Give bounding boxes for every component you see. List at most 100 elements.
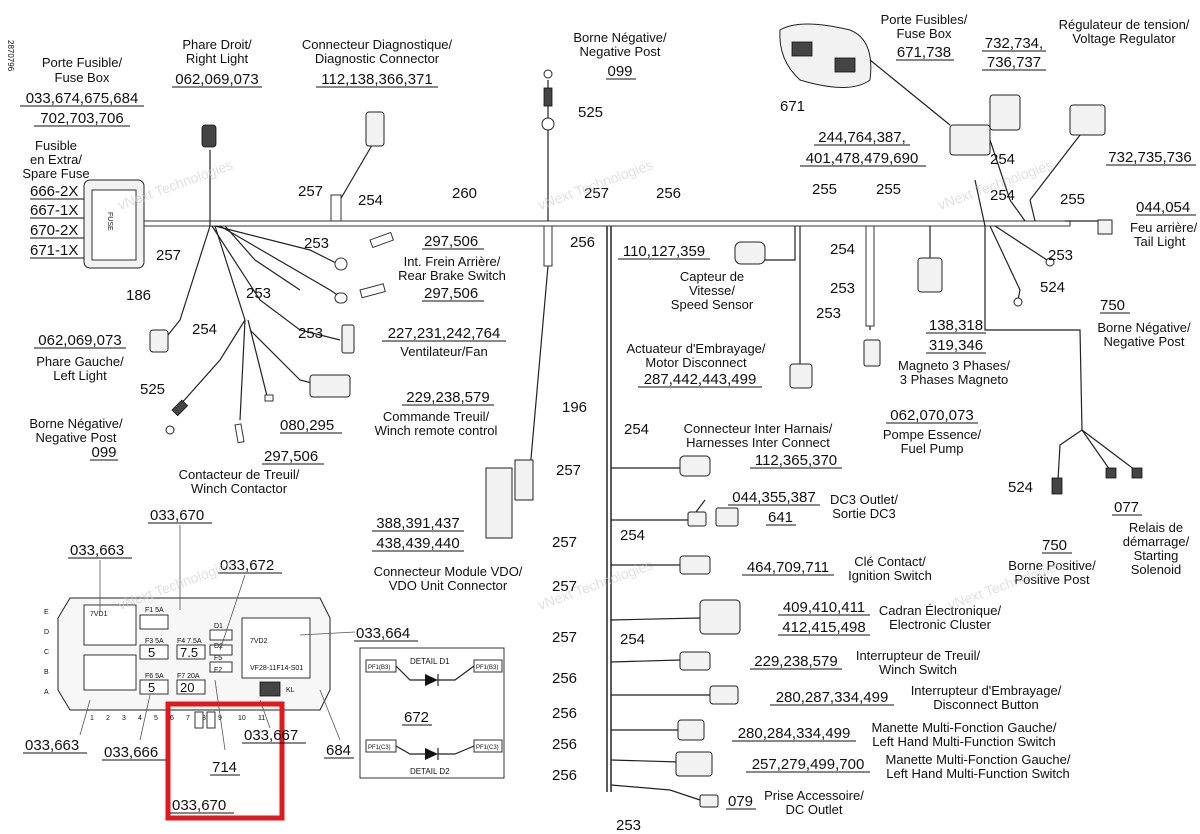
svg-text:750: 750 <box>1042 537 1067 554</box>
svg-text:671-1X: 671-1X <box>30 242 78 259</box>
regulator-conn-b <box>1069 104 1106 136</box>
svg-text:671,738: 671,738 <box>897 44 951 61</box>
svg-text:Rear Brake Switch: Rear Brake Switch <box>398 268 506 283</box>
svg-text:257: 257 <box>556 462 581 479</box>
svg-text:6: 6 <box>170 715 174 722</box>
svg-text:256: 256 <box>552 767 577 784</box>
svg-text:257: 257 <box>552 534 577 551</box>
svg-text:F2: F2 <box>214 667 222 674</box>
svg-text:DETAIL D1: DETAIL D1 <box>410 657 450 666</box>
svg-text:Interrupteur d'Embrayage/: Interrupteur d'Embrayage/ <box>911 683 1062 698</box>
svg-text:DC3 Outlet/: DC3 Outlet/ <box>830 492 898 507</box>
svg-text:Prise Accessoire/: Prise Accessoire/ <box>764 788 864 803</box>
svg-text:Phare Droit/: Phare Droit/ <box>182 37 252 52</box>
svg-text:PF1(C3): PF1(C3) <box>368 745 391 751</box>
svg-text:Fuse Box: Fuse Box <box>897 26 952 41</box>
svg-text:9: 9 <box>218 715 222 722</box>
fuse-box-label: Porte Fusible/ <box>42 55 123 70</box>
svg-text:280,284,334,499: 280,284,334,499 <box>738 725 851 742</box>
svg-text:Speed Sensor: Speed Sensor <box>671 297 754 312</box>
svg-text:033,670: 033,670 <box>150 507 204 524</box>
svg-text:Tail Light: Tail Light <box>1134 234 1186 249</box>
left-light-connector <box>149 329 169 353</box>
svg-text:Ventilateur/Fan: Ventilateur/Fan <box>400 344 487 359</box>
svg-text:255: 255 <box>812 181 837 198</box>
svg-text:409,410,411: 409,410,411 <box>783 599 865 616</box>
svg-text:280,287,334,499: 280,287,334,499 <box>776 689 889 706</box>
svg-text:254: 254 <box>990 151 1015 168</box>
svg-text:254: 254 <box>620 527 645 544</box>
svg-text:B: B <box>44 669 49 676</box>
svg-text:Diagnostic Connector: Diagnostic Connector <box>315 51 440 66</box>
svg-text:401,478,479,690: 401,478,479,690 <box>806 150 919 167</box>
svg-text:Winch Contactor: Winch Contactor <box>191 481 288 496</box>
svg-text:033,664: 033,664 <box>356 625 410 642</box>
svg-text:672: 672 <box>404 709 429 726</box>
svg-text:110,127,359: 110,127,359 <box>623 243 705 260</box>
dc3-connector-a <box>687 511 707 527</box>
svg-text:Positive Post: Positive Post <box>1014 572 1090 587</box>
svg-text:3: 3 <box>122 715 126 722</box>
svg-text:Left Hand Multi-Function Switc: Left Hand Multi-Function Switch <box>886 766 1070 781</box>
svg-text:229,238,579: 229,238,579 <box>406 389 489 406</box>
svg-text:20: 20 <box>180 680 194 695</box>
svg-text:254: 254 <box>620 631 645 648</box>
svg-text:033,674,675,684: 033,674,675,684 <box>26 90 139 107</box>
svg-text:077: 077 <box>1114 499 1139 516</box>
main-harness-trunk <box>107 220 1071 227</box>
svg-text:Fuel Pump: Fuel Pump <box>901 441 964 456</box>
svg-text:080,295: 080,295 <box>280 417 334 434</box>
svg-text:253: 253 <box>246 285 271 302</box>
highlight-box <box>165 701 285 821</box>
tail-light-connector <box>1097 219 1113 235</box>
svg-text:253: 253 <box>816 305 841 322</box>
ignition-connector <box>679 555 711 575</box>
svg-text:319,346: 319,346 <box>929 337 983 354</box>
svg-text:Actuateur d'Embrayage/: Actuateur d'Embrayage/ <box>626 341 765 356</box>
svg-text:033,666: 033,666 <box>104 744 158 761</box>
svg-text:256: 256 <box>656 185 681 202</box>
svg-text:256: 256 <box>552 670 577 687</box>
svg-text:Starting: Starting <box>1134 548 1179 563</box>
svg-text:666-2X: 666-2X <box>30 183 78 200</box>
svg-text:7VD2: 7VD2 <box>250 638 268 645</box>
svg-text:Phare Gauche/: Phare Gauche/ <box>36 354 124 369</box>
svg-text:Fusible: Fusible <box>35 138 77 153</box>
svg-text:Disconnect Button: Disconnect Button <box>933 697 1039 712</box>
svg-text:Winch remote control: Winch remote control <box>375 423 498 438</box>
svg-text:667-1X: 667-1X <box>30 202 78 219</box>
svg-text:255: 255 <box>876 181 901 198</box>
svg-text:253: 253 <box>830 280 855 297</box>
svg-text:A: A <box>44 689 49 696</box>
regulator-conn-a <box>989 94 1021 131</box>
svg-text:Negative Post: Negative Post <box>1104 334 1185 349</box>
svg-text:Régulateur de tension/: Régulateur de tension/ <box>1059 17 1190 32</box>
svg-text:F3 5A: F3 5A <box>145 638 164 645</box>
svg-text:FUSE: FUSE <box>106 212 113 231</box>
vdo-connector <box>485 459 534 539</box>
svg-text:062,069,073: 062,069,073 <box>175 71 258 88</box>
svg-text:297,506: 297,506 <box>424 285 478 302</box>
svg-text:388,391,437: 388,391,437 <box>376 515 459 532</box>
diode-d2-icon <box>425 748 438 760</box>
svg-text:Negative Post: Negative Post <box>580 44 661 59</box>
svg-text:257: 257 <box>298 183 323 200</box>
svg-text:112,365,370: 112,365,370 <box>755 452 837 469</box>
svg-text:033,667: 033,667 <box>244 727 298 744</box>
speed-sensor-connector <box>734 241 766 265</box>
svg-text:044,355,387: 044,355,387 <box>732 489 815 506</box>
disconnect-connector <box>709 685 739 705</box>
svg-text:254: 254 <box>830 241 855 258</box>
fuse-box-component: FUSE <box>83 179 145 269</box>
svg-text:C: C <box>44 649 49 656</box>
svg-text:Borne Positive/: Borne Positive/ <box>1008 558 1096 573</box>
svg-text:670-2X: 670-2X <box>30 222 78 239</box>
svg-text:8: 8 <box>202 715 206 722</box>
svg-text:Ignition Switch: Ignition Switch <box>848 568 932 583</box>
diagnostic-connector <box>365 111 385 147</box>
svg-text:641: 641 <box>768 509 793 526</box>
svg-text:671: 671 <box>780 98 805 115</box>
fuse-box-detail: F1 5A F3 5A F4 7.5A F6 5A F7 20A D1 D2 F… <box>44 597 331 722</box>
svg-text:PF1(B3): PF1(B3) <box>368 665 390 671</box>
svg-text:033,670: 033,670 <box>172 797 226 814</box>
